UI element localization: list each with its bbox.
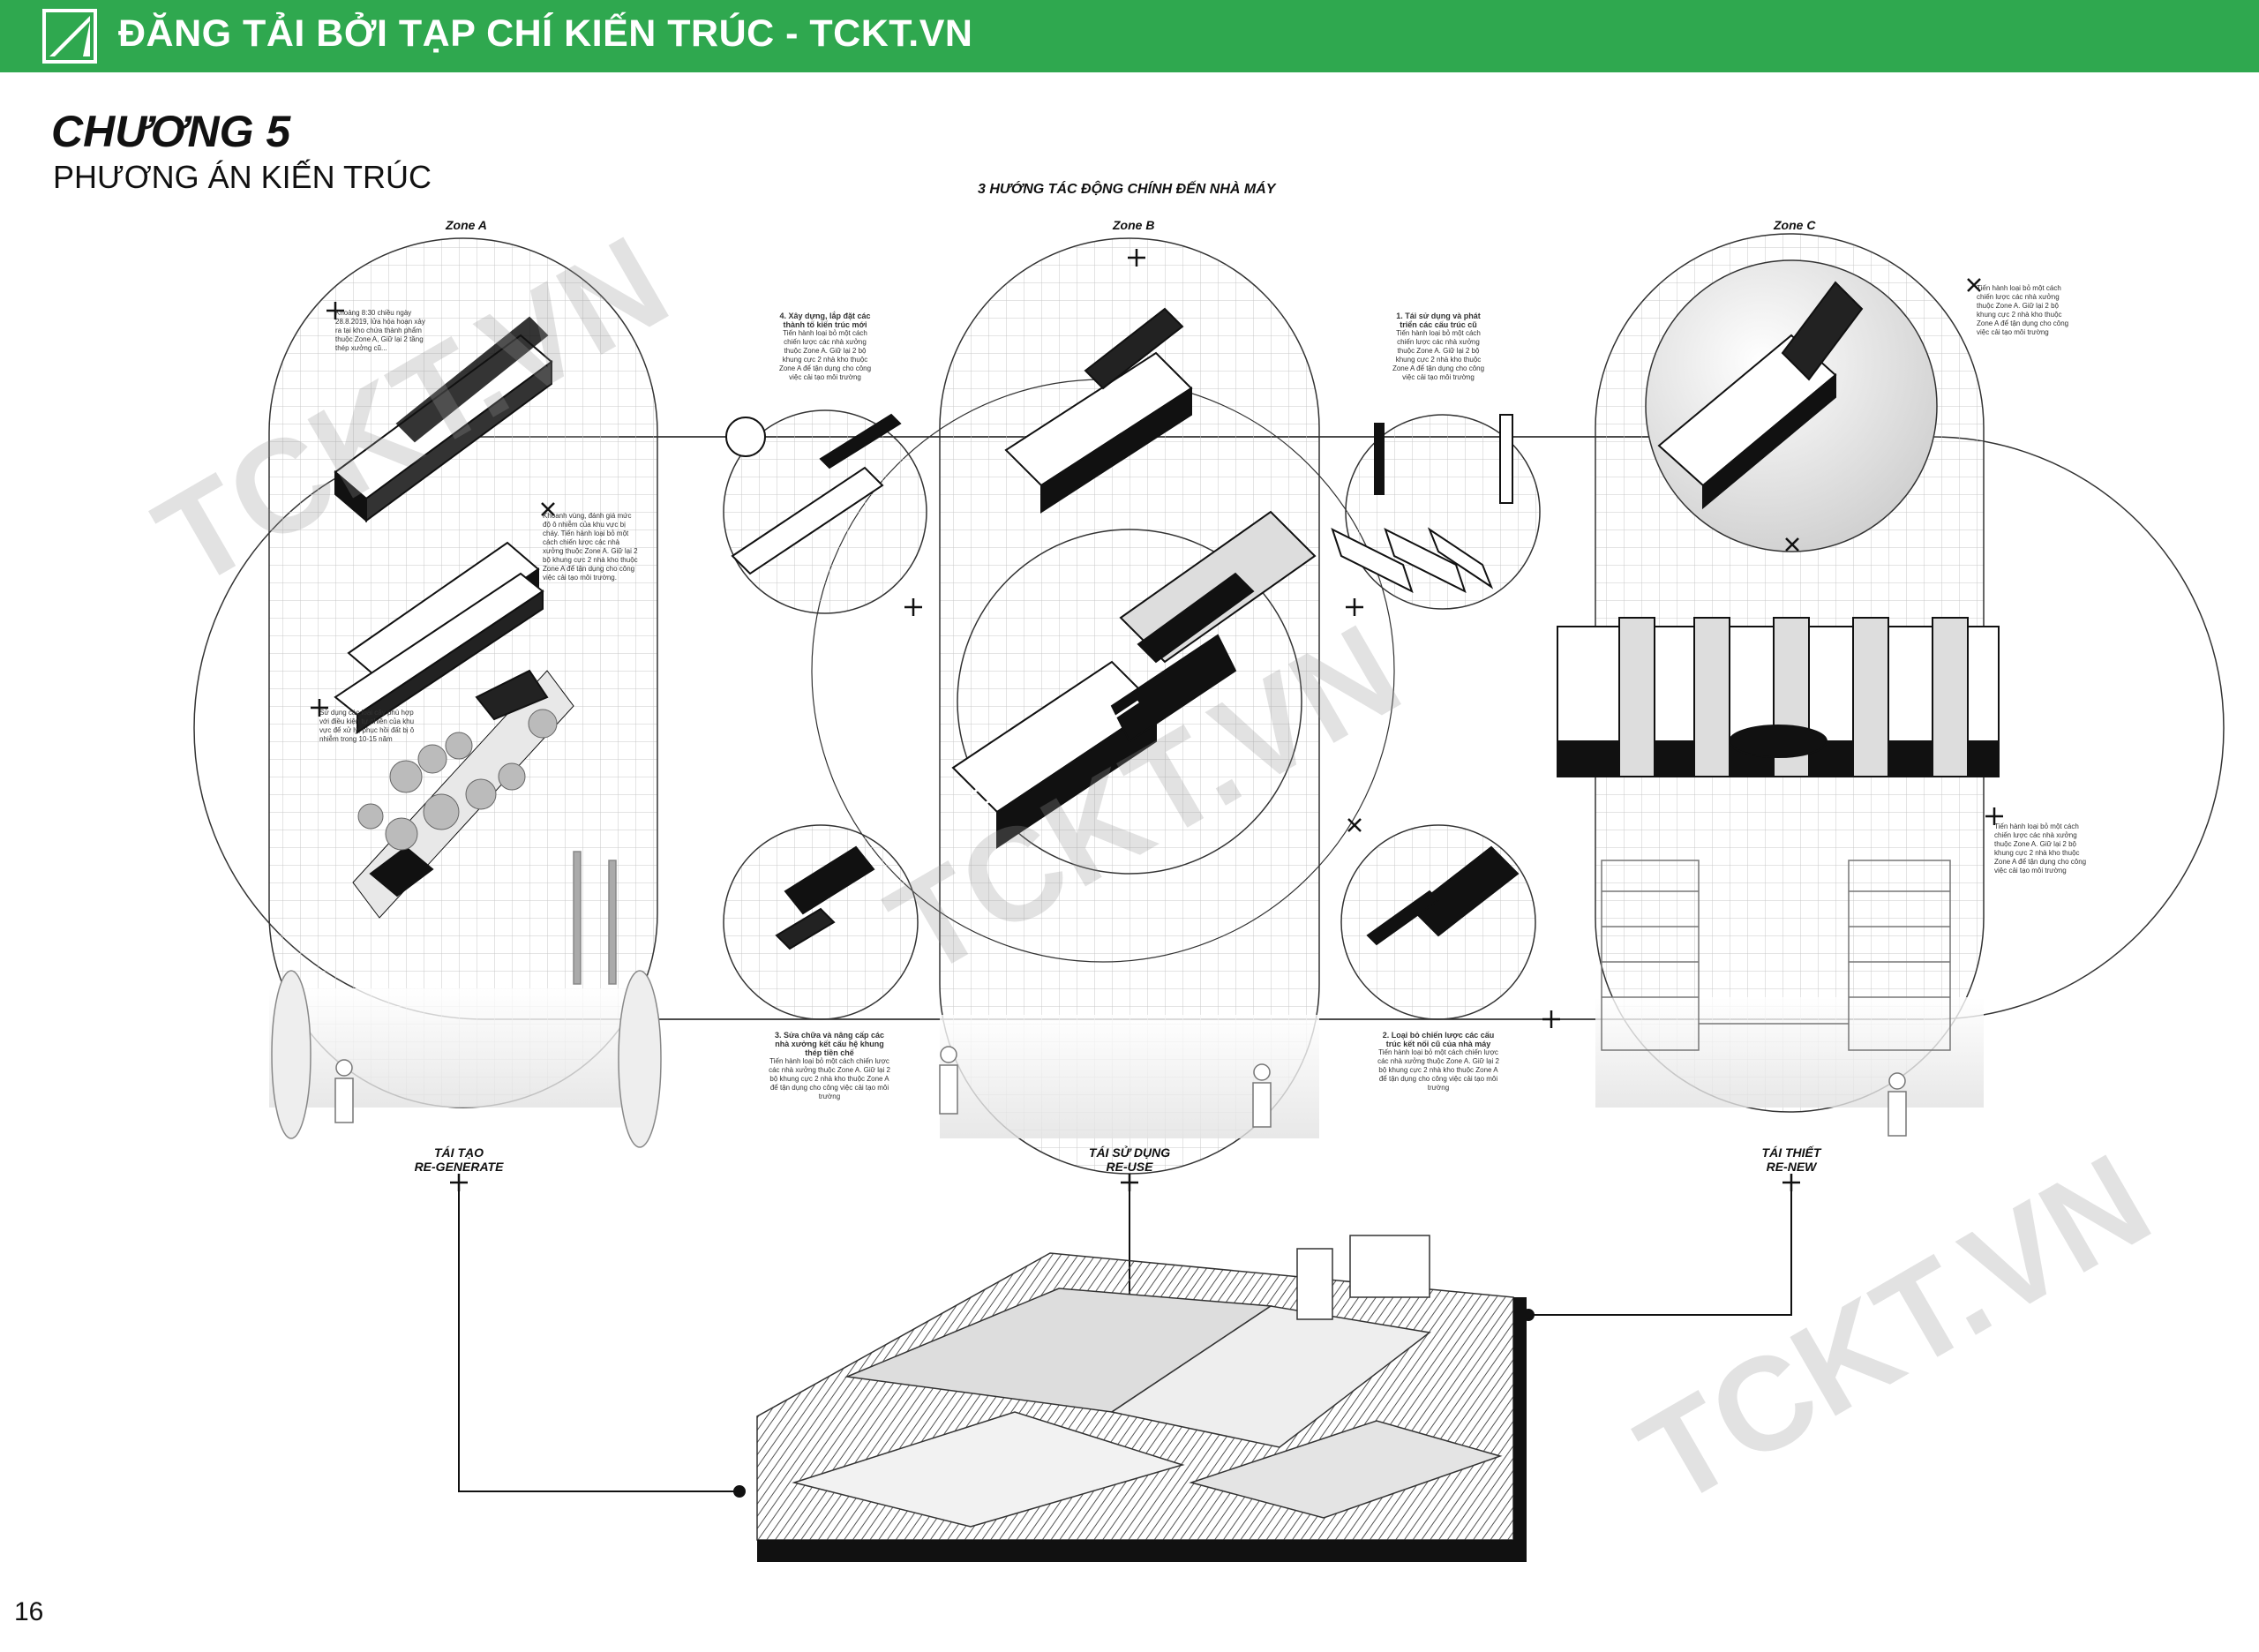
- note-step-4-text: Tiến hành loại bỏ một cách chiến lược cá…: [778, 329, 872, 381]
- masterplan-model: [756, 1235, 1527, 1562]
- plus-markers: [311, 249, 2003, 1191]
- publisher-banner: ĐĂNG TẢI BỞI TẠP CHÍ KIẾN TRÚC - TCKT.VN: [0, 0, 2259, 72]
- section-reuse-en: RE-USE: [1106, 1160, 1153, 1174]
- chapter-subtitle: PHƯƠNG ÁN KIẾN TRÚC: [53, 159, 432, 195]
- note-step-1-title: 1. Tái sử dụng và phát triển các cấu trú…: [1396, 312, 1481, 329]
- note-step-2-text: Tiến hành loại bỏ một cách chiến lược cá…: [1377, 1048, 1499, 1092]
- note-zone-a-bottom: Sử dụng các loại cây phù hợp với điều ki…: [319, 709, 415, 743]
- note-zone-c-top: Tiến hành loại bỏ một cách chiến lược cá…: [1977, 284, 2069, 336]
- note-step-3-title: 3. Sửa chữa và nâng cấp các nhà xưởng kế…: [774, 1031, 885, 1057]
- section-regenerate-en: RE-GENERATE: [414, 1160, 504, 1174]
- cypress-trees: [271, 851, 662, 1148]
- note-step-1-text: Tiến hành loại bỏ một cách chiến lược cá…: [1392, 329, 1485, 381]
- zone-c-towers: [1601, 860, 1951, 1051]
- zone-c-buildings: [1557, 281, 2000, 777]
- note-step-3: 3. Sửa chữa và nâng cấp các nhà xưởng kế…: [768, 1031, 891, 1101]
- note-step-4: 4. Xây dựng, lắp đặt các thành tố kiến t…: [777, 312, 874, 382]
- people-silhouettes: [334, 1046, 1907, 1137]
- note-step-1: 1. Tái sử dụng và phát triển các cấu trú…: [1390, 312, 1487, 382]
- zone-c-label: Zone C: [1774, 218, 1816, 232]
- section-reuse-vi: TÁI SỬ DỤNG: [1088, 1145, 1171, 1160]
- note-zone-a-mid: Khoanh vùng, đánh giá mức độ ô nhiễm của…: [543, 512, 638, 582]
- zone-a-buildings: [334, 316, 574, 919]
- zone-b-buildings: [951, 307, 1317, 849]
- step-objects: [725, 413, 1520, 950]
- section-renew: TÁI THIẾT RE-NEW: [1703, 1145, 1880, 1174]
- section-reuse: TÁI SỬ DỤNG RE-USE: [1041, 1145, 1218, 1174]
- banner-title: ĐĂNG TẢI BỞI TẠP CHÍ KIẾN TRÚC - TCKT.VN: [118, 12, 973, 55]
- section-regenerate: TÁI TẠO RE-GENERATE: [371, 1145, 547, 1174]
- zone-a-trees: [357, 709, 558, 851]
- zone-a-label: Zone A: [446, 218, 487, 232]
- note-step-4-title: 4. Xây dựng, lắp đặt các thành tố kiến t…: [779, 312, 871, 329]
- note-zone-a-top: Khoảng 8:30 chiều ngày 28.8.2019, lửa hó…: [335, 309, 425, 352]
- note-step-3-text: Tiến hành loại bỏ một cách chiến lược cá…: [769, 1057, 890, 1100]
- tckt-logo-icon: [42, 9, 97, 64]
- page-number: 16: [14, 1597, 44, 1626]
- section-regenerate-vi: TÁI TẠO: [434, 1145, 484, 1160]
- note-step-2-title: 2. Loại bỏ chiến lược các cấu trúc kết n…: [1382, 1031, 1495, 1048]
- section-renew-vi: TÁI THIẾT: [1761, 1145, 1821, 1160]
- zone-b-label: Zone B: [1113, 218, 1155, 232]
- note-zone-c-mid: Tiến hành loại bỏ một cách chiến lược cá…: [1994, 822, 2087, 875]
- diagram-heading: 3 HƯỚNG TÁC ĐỘNG CHÍNH ĐẾN NHÀ MÁY: [978, 182, 1276, 197]
- note-step-2: 2. Loại bỏ chiến lược các cấu trúc kết n…: [1377, 1031, 1500, 1093]
- chapter-title: CHƯƠNG 5: [51, 107, 291, 156]
- section-renew-en: RE-NEW: [1766, 1160, 1817, 1174]
